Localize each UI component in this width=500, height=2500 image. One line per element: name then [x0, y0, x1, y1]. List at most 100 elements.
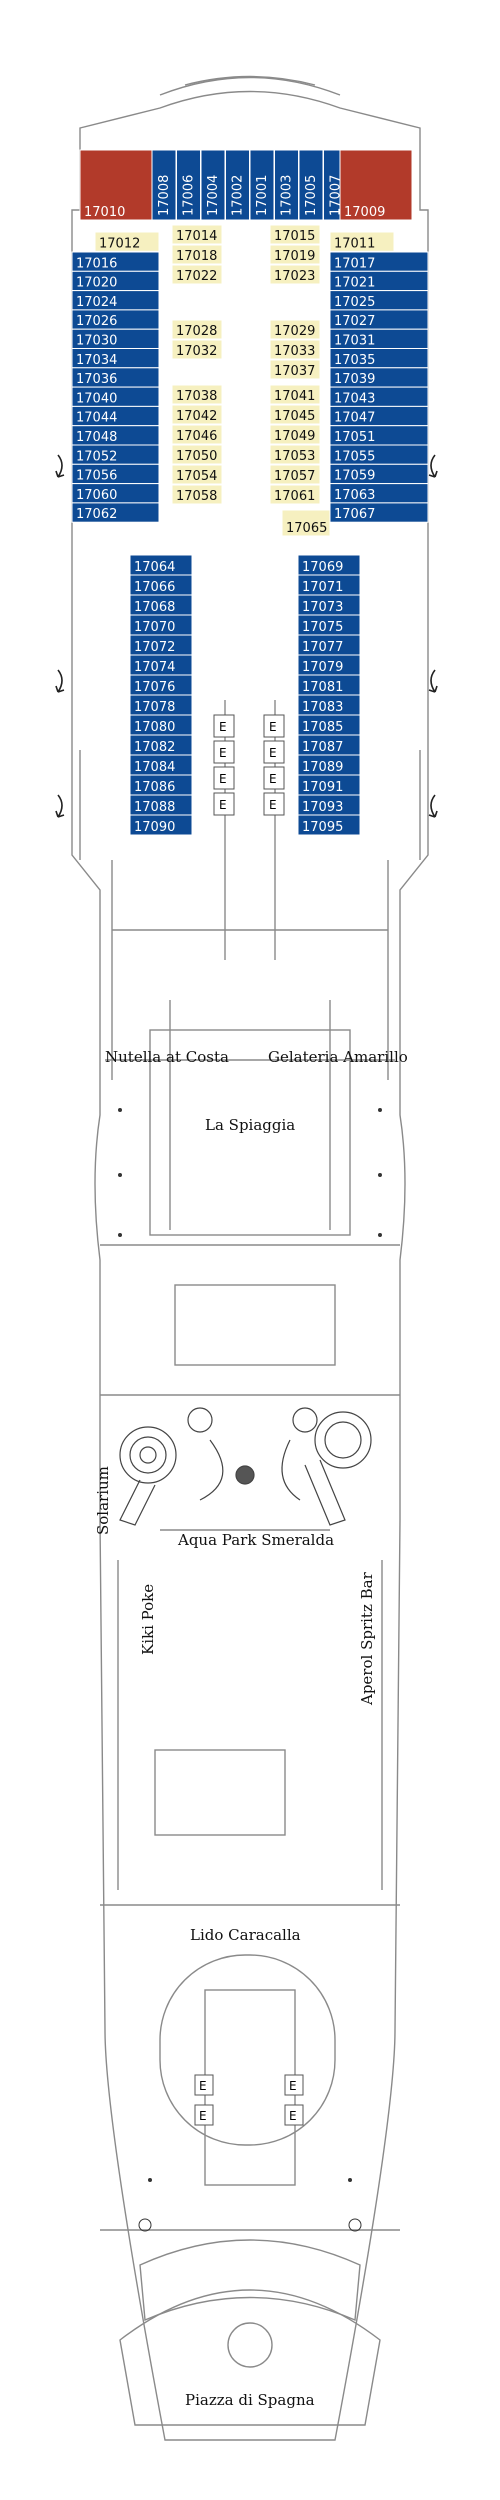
cabin-17032[interactable] — [171, 339, 223, 360]
cabin-17002[interactable] — [225, 149, 250, 221]
cabin-17046-label: 17046 — [176, 429, 217, 444]
cabin-17053[interactable] — [269, 444, 321, 465]
cabin-17061[interactable] — [269, 484, 321, 505]
cabin-17028[interactable] — [171, 319, 223, 340]
cabin-17086-label: 17086 — [134, 780, 175, 795]
cabin-17095-label: 17095 — [302, 820, 343, 835]
elevator-icon-label: E — [269, 720, 277, 734]
cabin-17015[interactable] — [269, 224, 321, 245]
cabin-17026-label: 17026 — [76, 314, 117, 329]
cabin-17049-label: 17049 — [274, 429, 315, 444]
hull-outline — [71, 75, 429, 2441]
cabin-17065[interactable] — [281, 509, 331, 537]
cabin-17009-label: 17009 — [344, 205, 385, 220]
cabin-17050[interactable] — [171, 444, 223, 465]
cabin-17091-label: 17091 — [302, 780, 343, 795]
elevator-icon — [284, 2074, 304, 2096]
cabin-17042[interactable] — [171, 404, 223, 425]
cabin-17012-label: 17012 — [99, 236, 140, 251]
elevator-icon-label: E — [269, 746, 277, 760]
cabin-17093-label: 17093 — [302, 800, 343, 815]
cabin-17010[interactable] — [79, 149, 153, 221]
cabin-17011[interactable] — [329, 231, 395, 252]
cabin-17018[interactable] — [171, 244, 223, 265]
cabin-17055-label: 17055 — [334, 449, 375, 464]
cabin-17037[interactable] — [269, 359, 321, 380]
venue-kiki-poke: Kiki Poke — [139, 1584, 157, 1655]
cabin-17060-label: 17060 — [76, 488, 117, 503]
cabin-17058[interactable] — [171, 484, 223, 505]
aqua-park-slides — [119, 1407, 372, 1526]
cabin-17027-label: 17027 — [334, 314, 375, 329]
cabin-17045[interactable] — [269, 404, 321, 425]
elevator-icon-label: E — [269, 772, 277, 786]
cabin-17081-label: 17081 — [302, 680, 343, 695]
cabin-17006[interactable] — [176, 149, 201, 221]
cabin-17049[interactable] — [269, 424, 321, 445]
cabin-17079-label: 17079 — [302, 660, 343, 675]
cabin-17033-label: 17033 — [274, 344, 315, 359]
elevator-icon-label: E — [219, 772, 227, 786]
cabin-17071-label: 17071 — [302, 580, 343, 595]
elevator-icon-label: E — [269, 798, 277, 812]
cabin-17025-label: 17025 — [334, 295, 375, 310]
cabin-17095[interactable] — [297, 814, 361, 836]
cabin-17021-label: 17021 — [334, 276, 375, 291]
cabin-17041[interactable] — [269, 384, 321, 405]
cabin-17037-label: 17037 — [274, 364, 315, 379]
venue-piazza-di-spagna: Piazza di Spagna — [185, 2391, 315, 2409]
venue-lido-caracalla: Lido Caracalla — [190, 1926, 301, 1944]
cabin-17014[interactable] — [171, 224, 223, 245]
cabin-17023[interactable] — [269, 264, 321, 285]
cabin-17010-label: 17010 — [84, 205, 125, 220]
cabin-17048-label: 17048 — [76, 430, 117, 445]
cabin-17022-label: 17022 — [176, 269, 217, 284]
forward-suite-cabins: 17010 17009 — [79, 149, 413, 221]
cabin-17054[interactable] — [171, 464, 223, 485]
cabin-17016-label: 17016 — [76, 256, 117, 271]
cabin-17022[interactable] — [171, 264, 223, 285]
cabin-17023-label: 17023 — [274, 269, 315, 284]
elevator-icon — [194, 2104, 214, 2126]
venue-la-spiaggia: La Spiaggia — [205, 1116, 295, 1134]
cabin-17054-label: 17054 — [176, 469, 217, 484]
elevator-icon-label: E — [289, 2079, 297, 2093]
cabin-17008[interactable] — [151, 149, 177, 221]
elevator-icon — [213, 740, 235, 764]
elevator-icon-label: E — [199, 2109, 207, 2123]
turn-arrow-icons — [55, 454, 438, 818]
cabin-17062[interactable] — [71, 502, 160, 523]
cabin-17070-label: 17070 — [134, 620, 175, 635]
cabin-17038[interactable] — [171, 384, 223, 405]
cabin-17047-label: 17047 — [334, 411, 375, 426]
cabin-17031-label: 17031 — [334, 334, 375, 349]
cabin-17019[interactable] — [269, 244, 321, 265]
cabin-17057[interactable] — [269, 464, 321, 485]
cabin-17009[interactable] — [339, 149, 413, 221]
cabin-17004-label: 17004 — [206, 175, 221, 216]
venue-aqua-park-smeralda: Aqua Park Smeralda — [177, 1531, 334, 1549]
cabin-17012[interactable] — [94, 231, 160, 252]
cabin-17046[interactable] — [171, 424, 223, 445]
venue-solarium: Solarium — [94, 1466, 112, 1535]
cabin-17033[interactable] — [269, 339, 321, 360]
cabin-17005[interactable] — [298, 149, 324, 221]
cabin-17032-label: 17032 — [176, 344, 217, 359]
cabin-17029[interactable] — [269, 319, 321, 340]
cabin-17090[interactable] — [129, 814, 193, 836]
venue-nutella-at-costa: Nutella at Costa — [105, 1048, 229, 1066]
cabin-17028-label: 17028 — [176, 324, 217, 339]
cabin-17038-label: 17038 — [176, 389, 217, 404]
cabin-17018-label: 17018 — [176, 249, 217, 264]
cabin-17001-label: 17001 — [255, 175, 270, 216]
cabin-17057-label: 17057 — [274, 469, 315, 484]
cabin-17062-label: 17062 — [76, 507, 117, 522]
cabin-17030-label: 17030 — [76, 334, 117, 349]
elevator-icon — [263, 740, 285, 764]
cabin-17003[interactable] — [274, 149, 299, 221]
cabin-17080-label: 17080 — [134, 720, 175, 735]
cabin-17050-label: 17050 — [176, 449, 217, 464]
cabin-17087-label: 17087 — [302, 740, 343, 755]
elevator-icon — [263, 714, 285, 738]
